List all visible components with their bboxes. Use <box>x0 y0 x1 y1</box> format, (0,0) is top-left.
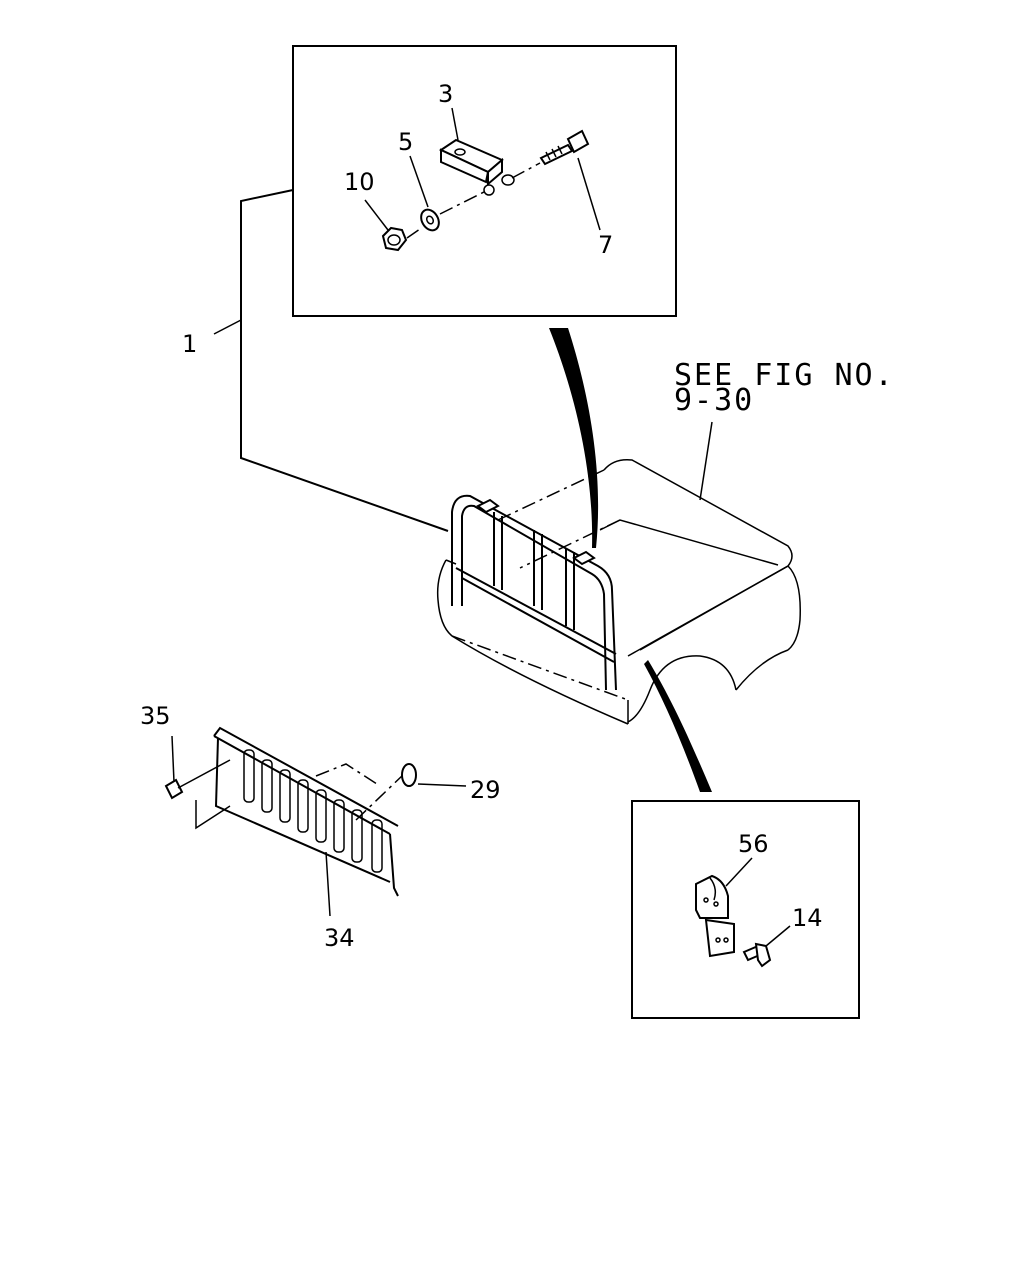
callout-10: 10 <box>344 168 375 196</box>
bolt-part-7 <box>511 129 590 179</box>
callout-7: 7 <box>598 231 613 259</box>
nut-part-10 <box>381 226 421 252</box>
leader-callout-1 <box>213 189 449 532</box>
see-fig-note-line1: SEE FIG NO. <box>674 358 895 393</box>
pointer-wedge-bottom <box>644 660 712 792</box>
hinge-part-56 <box>695 857 753 958</box>
detail-box-bracket <box>292 45 677 317</box>
pointer-wedge-top <box>549 328 599 548</box>
bracket-part-3 <box>438 138 515 196</box>
truck-bed <box>436 458 801 725</box>
bolt-part-14 <box>742 925 791 968</box>
callout-34: 34 <box>324 924 355 952</box>
bolt-part-35 <box>164 735 231 830</box>
callout-35: 35 <box>140 702 171 730</box>
callout-1: 1 <box>182 330 197 358</box>
callout-5: 5 <box>398 128 413 156</box>
see-fig-note-line2: 9-30 <box>674 383 754 418</box>
detail-box-hinge <box>631 800 860 1019</box>
callout-29: 29 <box>470 776 501 804</box>
washer-part-5 <box>420 191 485 232</box>
see-fig-leader <box>699 421 713 501</box>
tailgate-part-34 <box>213 726 399 917</box>
callout-3: 3 <box>438 80 453 108</box>
grommet-part-29 <box>315 763 467 821</box>
rack-assembly <box>451 494 617 691</box>
callout-56: 56 <box>738 830 769 858</box>
callout-14: 14 <box>792 904 823 932</box>
